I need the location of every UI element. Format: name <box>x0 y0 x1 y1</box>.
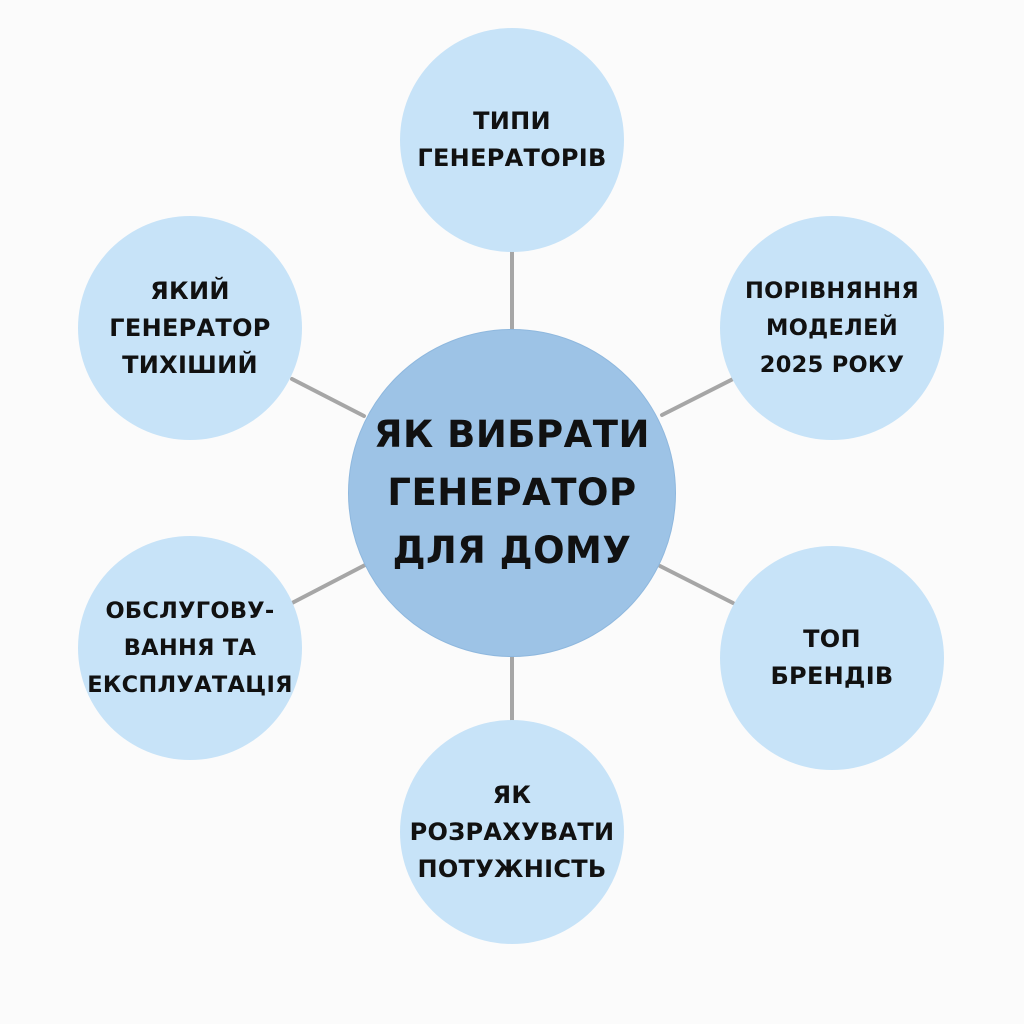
node-label: ОБСЛУГОВУ- ВАННЯ ТА ЕКСПЛУАТАЦІЯ <box>87 597 293 698</box>
node-label: ПОРІВНЯННЯ МОДЕЛЕЙ 2025 РОКУ <box>744 277 920 378</box>
node-label: ТОП БРЕНДІВ <box>770 625 894 690</box>
connector-bottom-left <box>290 562 369 605</box>
node-quietest-generator[interactable]: ЯКИЙ ГЕНЕРАТОР ТИХІШИЙ <box>78 216 302 440</box>
node-models-comparison-2025[interactable]: ПОРІВНЯННЯ МОДЕЛЕЙ 2025 РОКУ <box>720 216 944 440</box>
connector-top-right <box>660 376 737 417</box>
connector-bottom-right <box>658 564 735 605</box>
node-label: ЯК РОЗРАХУВАТИ ПОТУЖНІСТЬ <box>409 780 615 883</box>
node-top-brands[interactable]: ТОП БРЕНДІВ <box>720 546 944 770</box>
connector-top-left <box>290 377 366 418</box>
node-maintenance-operation[interactable]: ОБСЛУГОВУ- ВАННЯ ТА ЕКСПЛУАТАЦІЯ <box>78 536 302 760</box>
node-power-calculation[interactable]: ЯК РОЗРАХУВАТИ ПОТУЖНІСТЬ <box>400 720 624 944</box>
node-label: ЯКИЙ ГЕНЕРАТОР ТИХІШИЙ <box>109 276 271 379</box>
central-topic-label: ЯК ВИБРАТИ ГЕНЕРАТОР ДЛЯ ДОМУ <box>374 413 650 572</box>
node-generator-types[interactable]: ТИПИ ГЕНЕРАТОРІВ <box>400 28 624 252</box>
node-label: ТИПИ ГЕНЕРАТОРІВ <box>417 107 607 172</box>
central-topic-node[interactable]: ЯК ВИБРАТИ ГЕНЕРАТОР ДЛЯ ДОМУ <box>348 329 676 657</box>
